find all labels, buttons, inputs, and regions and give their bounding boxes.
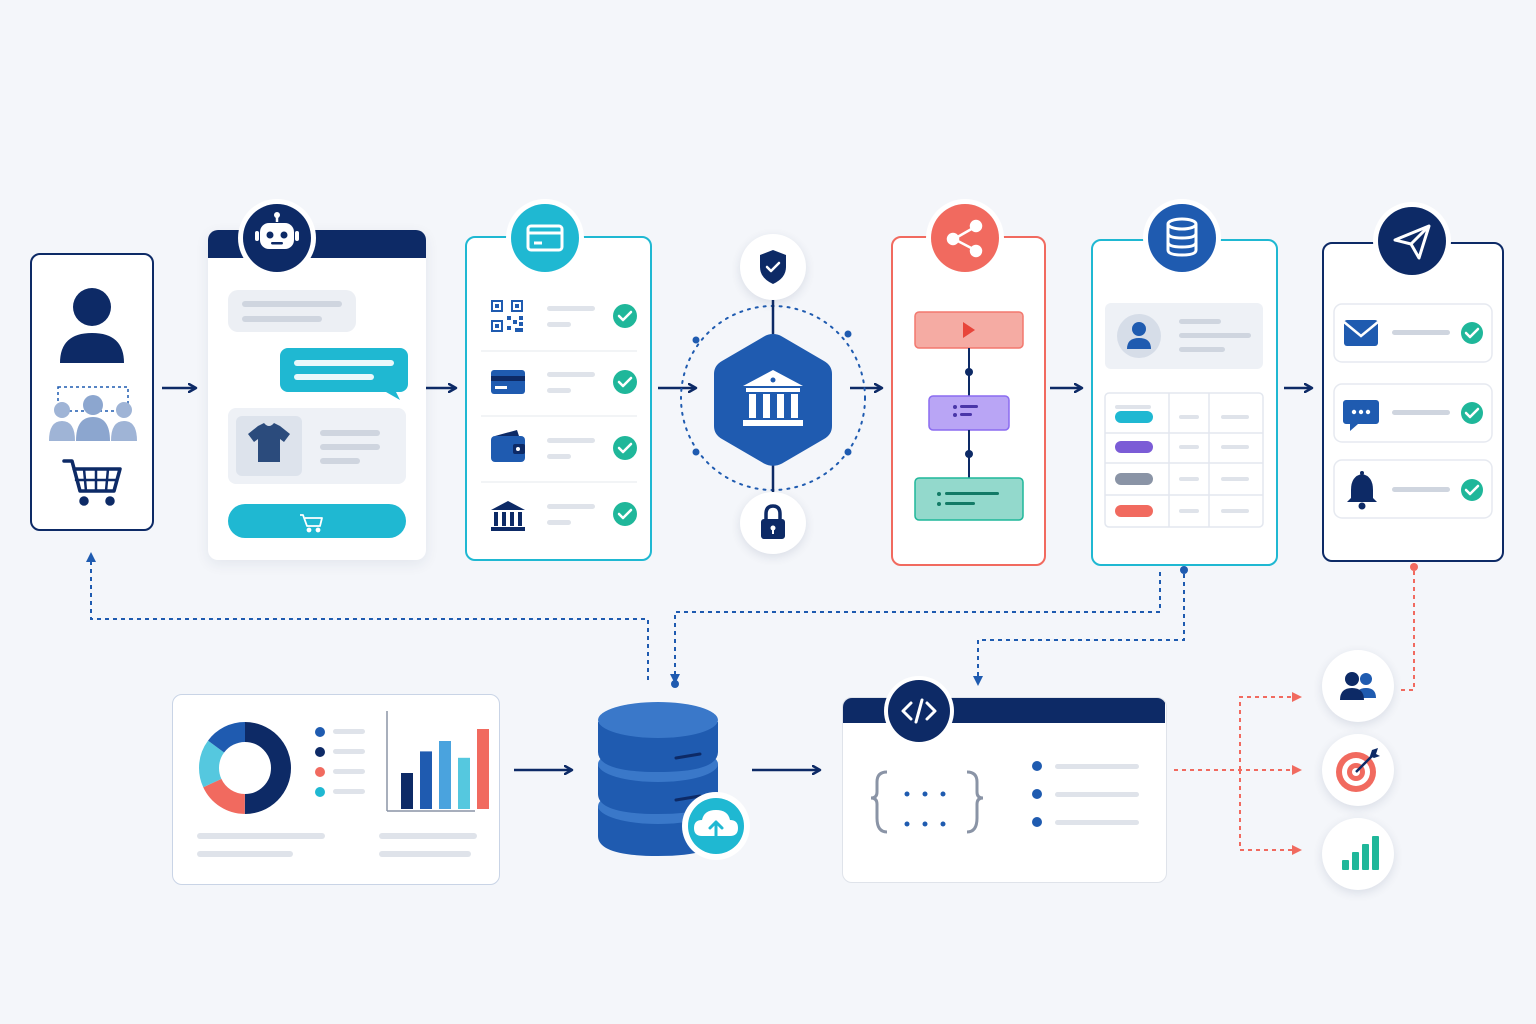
legend-swatch [315, 787, 325, 797]
outcome-growth-badge [1322, 818, 1394, 890]
bank-hexagon [710, 330, 836, 470]
storage-database [590, 698, 760, 864]
t-shirt-icon [248, 423, 290, 462]
analytics-card [172, 694, 500, 885]
card-icon [491, 370, 525, 394]
donut-segment [199, 722, 291, 814]
shield-badge [740, 234, 806, 300]
dashed-notifications-to-users [1398, 571, 1415, 691]
paper-plane-badge [1373, 202, 1451, 280]
check-circle-icon [1461, 402, 1483, 424]
bell-icon [1347, 471, 1377, 510]
check-circle-icon [613, 436, 637, 460]
database-card [1091, 239, 1278, 566]
check-circle-icon [1461, 479, 1483, 501]
credit-card-badge [506, 199, 584, 277]
donut-segment [199, 722, 291, 814]
legend-swatch [315, 767, 325, 777]
api-card [842, 697, 1167, 883]
robot-badge [238, 199, 316, 277]
bar [439, 741, 451, 809]
bar [458, 757, 470, 809]
dashed-database-to-api-dot [1180, 566, 1188, 574]
check-circle-icon [613, 502, 637, 526]
robot-icon [255, 212, 299, 249]
target-icon [1336, 748, 1380, 792]
dashed-database-to-storage-dot [671, 680, 679, 688]
bar [477, 729, 489, 809]
list-icon [953, 405, 978, 417]
cloud-upload-icon [682, 792, 750, 860]
customer-card [30, 253, 154, 531]
database-badge [1143, 199, 1221, 277]
legend-swatch [315, 747, 325, 757]
shield-check-icon [760, 250, 786, 284]
user-group-icon [49, 395, 137, 441]
payment-methods-card [465, 236, 652, 561]
workflow-card [891, 236, 1046, 566]
dashed-branch-up [1239, 692, 1302, 770]
credit-card-icon [526, 224, 564, 252]
shopping-cart-icon [62, 459, 122, 506]
wallet-icon [491, 430, 525, 462]
code-icon [901, 698, 937, 724]
legend-swatch [315, 727, 325, 737]
bar-chart-icon [401, 729, 489, 809]
share-badge [926, 199, 1004, 277]
records-table [1104, 392, 1264, 528]
table-row-tag [1115, 505, 1153, 517]
padlock-icon [761, 504, 785, 539]
email-icon [1343, 320, 1379, 346]
check-circle-icon [613, 304, 637, 328]
outcome-target-badge [1322, 734, 1394, 806]
table-row-tag [1115, 411, 1153, 423]
chatbot-card [208, 230, 426, 560]
check-circle-icon [613, 370, 637, 394]
bank-icon [491, 501, 525, 531]
workflow-step-result [914, 477, 1024, 521]
bot-message-bubble [228, 290, 356, 332]
curly-braces-icon [870, 770, 984, 834]
donut-chart-icon [199, 722, 291, 814]
notifications-card [1322, 242, 1504, 562]
outcome-users-badge [1322, 650, 1394, 722]
dashed-storage-to-customer [86, 552, 649, 680]
growth-chart-icon [1342, 836, 1379, 870]
dashed-database-to-api [973, 574, 1185, 686]
dashed-branch-down [1239, 770, 1302, 855]
chat-icon [1343, 400, 1379, 431]
share-nodes-icon [946, 219, 983, 258]
dashed-database-to-storage [670, 572, 1161, 684]
list-icon [937, 492, 999, 506]
table-row-tag [1115, 441, 1153, 453]
database-icon [1166, 217, 1198, 257]
bank-icon [743, 370, 803, 426]
users-icon [1340, 672, 1376, 700]
code-badge [884, 676, 954, 746]
bar [401, 773, 413, 809]
paper-plane-icon [1393, 224, 1431, 260]
chart-legend [315, 727, 365, 797]
user-icon [60, 288, 124, 363]
check-circle-icon [1461, 322, 1483, 344]
user-avatar-icon [1117, 314, 1161, 358]
bar [420, 751, 432, 809]
add-to-cart-button[interactable] [228, 504, 406, 538]
coral-dot-notifications [1410, 563, 1418, 571]
play-icon [963, 322, 975, 338]
padlock-badge [740, 492, 806, 554]
table-row-tag [1115, 473, 1153, 485]
qr-code-icon [491, 300, 523, 332]
cart-icon [300, 514, 323, 533]
